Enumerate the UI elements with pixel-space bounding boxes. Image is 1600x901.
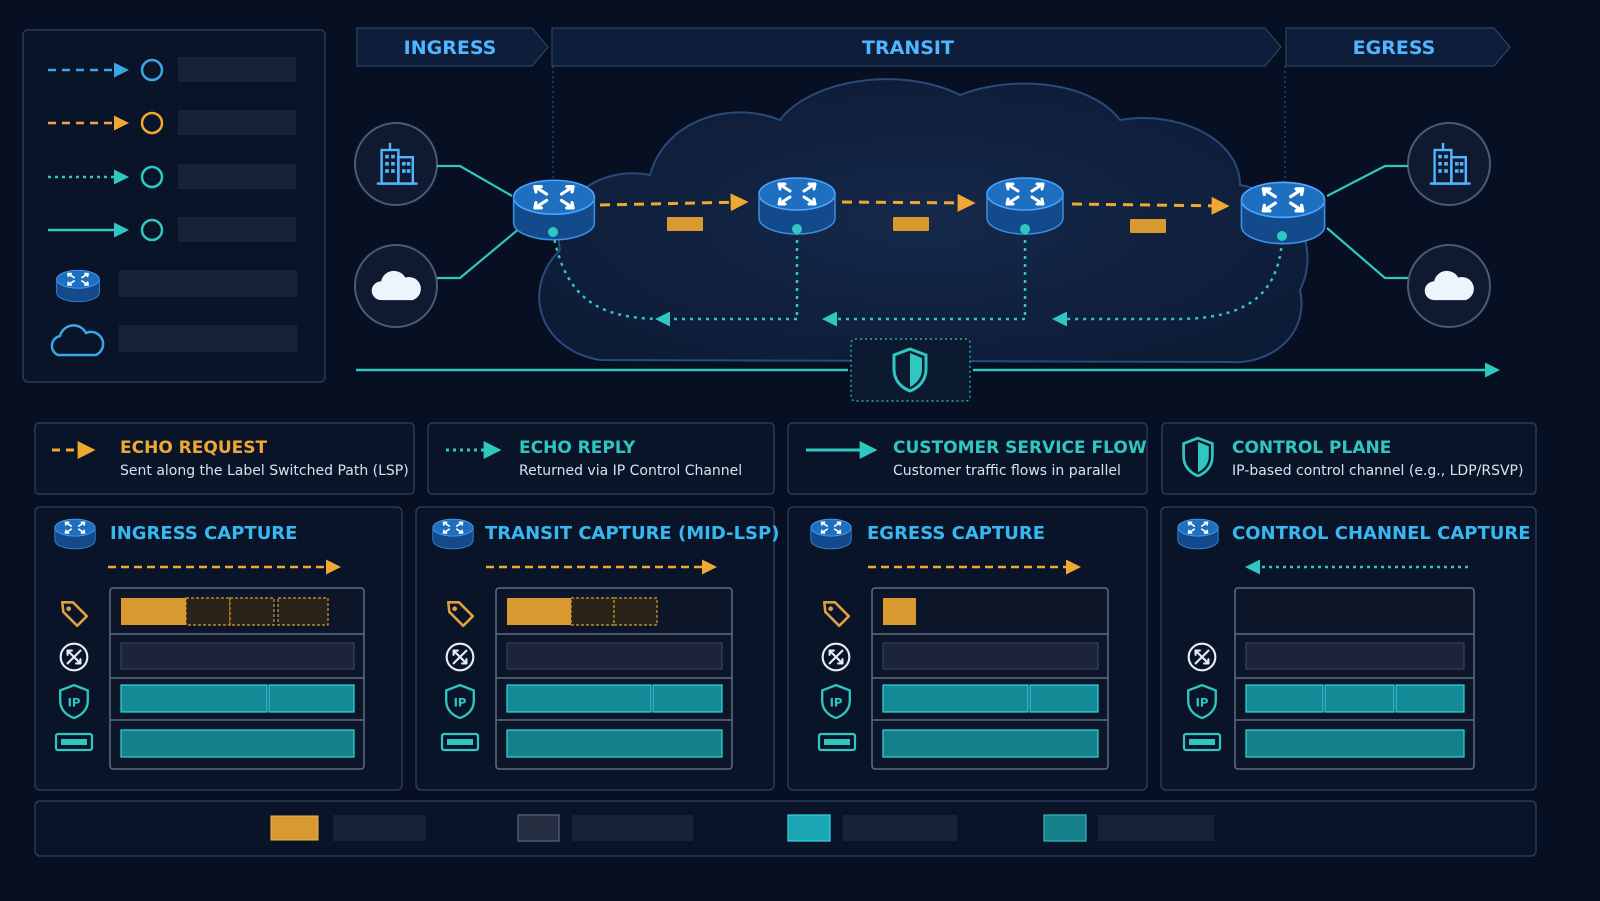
egress-site-building [1407,122,1491,206]
swatch-caption-placeholder [333,815,426,841]
legend-echo-request: ECHO REQUEST Sent along the Label Switch… [34,422,415,495]
capture-egress: EGRESS CAPTURE [787,506,1148,791]
egress-router [1239,180,1327,246]
router-icon [1176,518,1220,550]
stage-label: EGRESS [1353,37,1436,59]
swatch-control [517,814,560,842]
swatch-ip [787,814,831,842]
label-packet [1130,219,1166,233]
stage-egress: EGRESS [1285,27,1511,67]
key-row-teal-solid [48,217,296,242]
label-packet [893,217,929,231]
stage-ingress: INGRESS [356,27,549,67]
capture-transit: TRANSIT CAPTURE (MID-LSP) [415,506,779,791]
capture-title: INGRESS CAPTURE [110,523,297,544]
swatch-payload [1043,814,1087,842]
key-panel [22,29,326,383]
ingress-site-building [354,122,438,206]
control-plane-box [850,338,971,402]
ingress-router [512,178,596,242]
legend-customer-flow: CUSTOMER SERVICE FLOW Customer traffic f… [787,422,1148,495]
capture-title: CONTROL CHANNEL CAPTURE [1232,523,1531,544]
egress-site-cloud [1407,244,1491,328]
label-packet [667,217,703,231]
legend-control-plane: CONTROL PLANE IP-based control channel (… [1161,422,1537,495]
legend-title: CONTROL PLANE [1232,438,1391,458]
capture-ingress: INGRESS CAPTURE [34,506,403,791]
key-row-cloud [50,324,297,357]
key-row-router [55,269,297,303]
router-icon [809,518,853,550]
key-row-blue-dashed [48,57,296,82]
key-row-orange-dashed [48,110,296,135]
capture-control-channel: CONTROL CHANNEL CAPTURE [1160,506,1537,791]
swatch-caption-placeholder [1098,815,1214,841]
transit-router-2 [985,176,1065,236]
legend-subtitle: Customer traffic flows in parallel [893,463,1121,479]
router-icon [55,269,101,303]
legend-subtitle: Sent along the Label Switched Path (LSP) [120,463,409,479]
key-row-teal-dotted [48,164,296,189]
legend-subtitle: IP-based control channel (e.g., LDP/RSVP… [1232,463,1523,479]
swatch-caption-placeholder [572,815,693,841]
capture-title: EGRESS CAPTURE [867,523,1045,544]
legend-subtitle: Returned via IP Control Channel [519,463,742,479]
legend-title: CUSTOMER SERVICE FLOW [893,438,1147,458]
legend-echo-reply: ECHO REPLY Returned via IP Control Chann… [427,422,775,495]
legend-title: ECHO REPLY [519,438,636,458]
swatch-label [270,815,319,841]
cloud-outline-icon [50,324,105,357]
stage-banners: INGRESS TRANSIT EGRESS [356,27,1511,185]
router-icon [53,518,97,550]
stage-label: TRANSIT [862,37,954,59]
capture-title: TRANSIT CAPTURE (MID-LSP) [485,523,779,544]
swatch-caption-placeholder [843,815,957,841]
stage-transit: TRANSIT [551,27,1282,67]
echo-request-path [599,193,1230,233]
site-links [437,164,1408,280]
ingress-site-cloud [354,244,438,328]
router-icon [431,518,475,550]
stage-label: INGRESS [404,37,497,59]
color-key-bar [34,800,1537,857]
legend-title: ECHO REQUEST [120,438,268,458]
transit-router-1 [757,176,837,236]
